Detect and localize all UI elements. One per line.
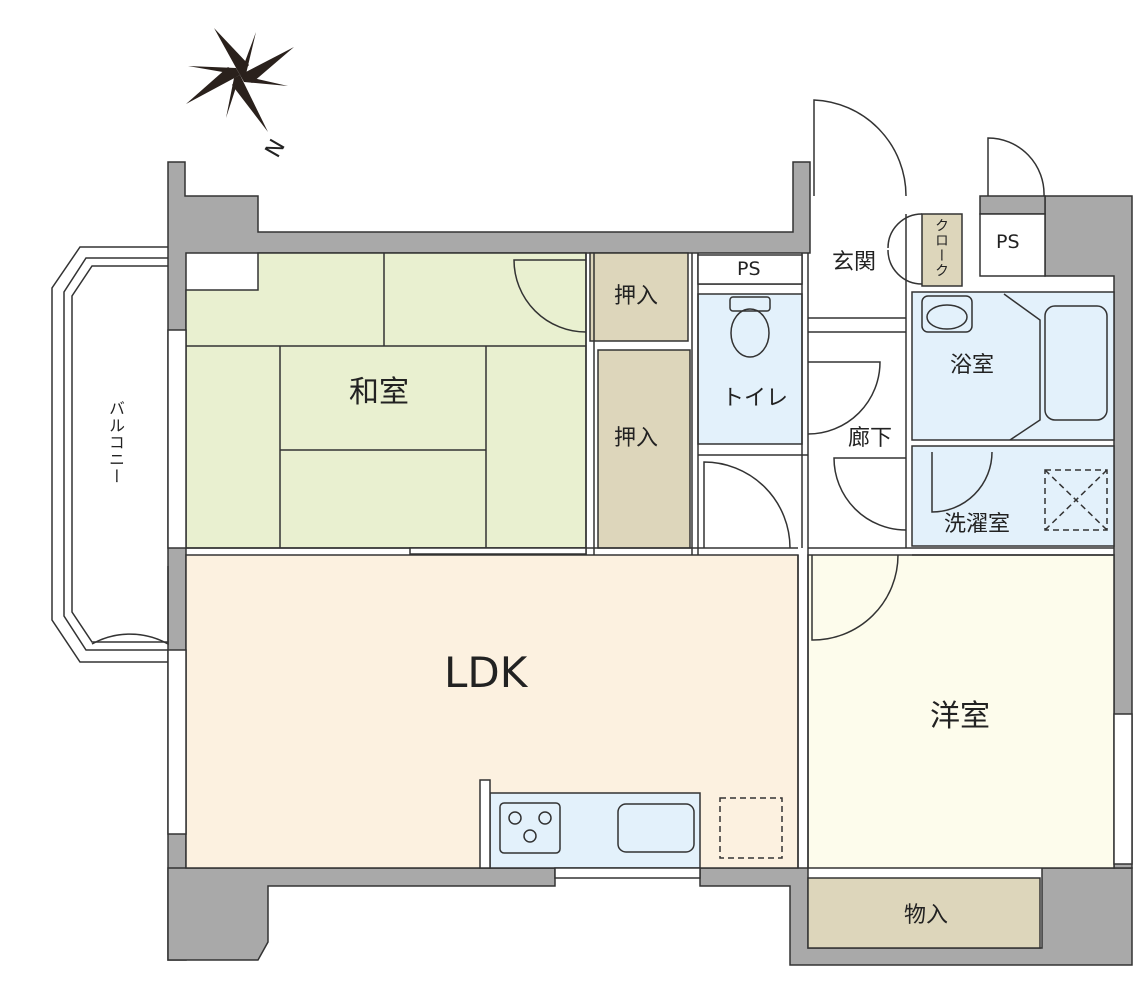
wet-areas: [697, 291, 1115, 547]
room-label-toilet: トイレ: [722, 386, 789, 411]
room-label-ldk: LDK: [444, 648, 528, 697]
room-label-bath: 浴室: [950, 353, 995, 378]
room-label-yoshitsu: 洋室: [930, 699, 990, 734]
interior-walls: [186, 214, 1114, 868]
room-label-entrance: 玄関: [832, 250, 877, 275]
yoshitsu-floor: [807, 554, 1115, 869]
room-label-oshiire-2: 押入: [614, 426, 659, 451]
door-swings: [91, 99, 1045, 646]
windows: [167, 329, 1133, 879]
room-label-washitsu: 和室: [349, 375, 409, 410]
balcony: [51, 246, 168, 663]
washbasin-icon: [921, 295, 973, 333]
room-label-hallway: 廊下: [848, 426, 893, 451]
room-label-oshiire-1: 押入: [614, 284, 659, 309]
ps-label-inner: PS: [737, 258, 761, 280]
stove-icon: [499, 802, 561, 854]
room-label-cloak: クローク: [933, 218, 949, 278]
room-label-laundry: 洗濯室: [944, 512, 1011, 537]
kitchen-counter: [479, 779, 701, 869]
room-label-storage: 物入: [904, 903, 949, 928]
sink-icon: [617, 803, 695, 853]
ps-label-outer: PS: [996, 231, 1020, 253]
pipe-spaces: [697, 213, 1046, 285]
fridge-space-icon: [719, 797, 783, 859]
washer-space-icon: [1044, 469, 1108, 531]
toilet-icon: [729, 296, 771, 358]
compass-rose-icon: [186, 28, 294, 132]
room-label-balcony: バルコニー: [106, 400, 125, 485]
closets: [589, 213, 1041, 949]
bathtub-icon: [1003, 293, 1108, 441]
